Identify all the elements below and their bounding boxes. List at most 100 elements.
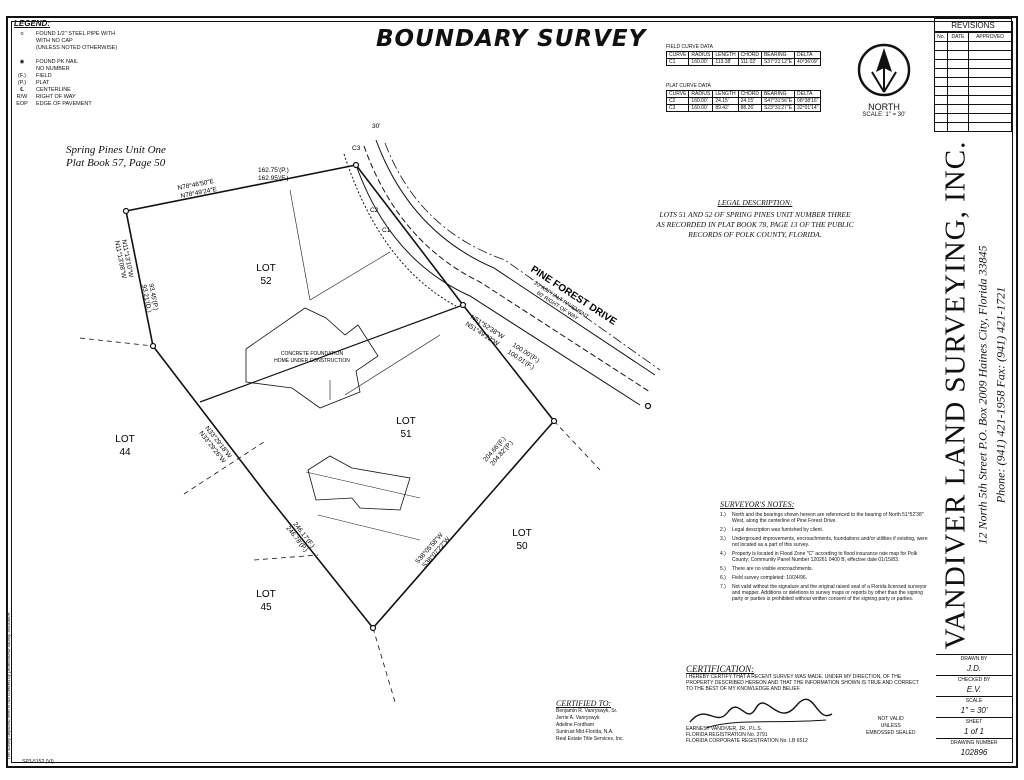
revisions-cell bbox=[967, 41, 1013, 51]
lot-44-number: 44 bbox=[119, 447, 131, 458]
note-text: Field survey completed: 10/24/96. bbox=[732, 575, 808, 581]
certification-text: I HEREBY CERTIFY THAT A RECENT SURVEY WA… bbox=[686, 674, 919, 692]
certified-name: Adeline Fordham bbox=[556, 722, 595, 728]
company-name: VANDIVER LAND SURVEYING, INC. bbox=[939, 140, 972, 650]
certified-name: Jerrie A. Vanryswyk bbox=[556, 715, 600, 721]
legal-line: LOTS 51 AND 52 OF SPRING PINES UNIT NUMB… bbox=[659, 210, 851, 219]
legend-symbol: ℄ bbox=[20, 87, 24, 93]
legal-description: LEGAL DESCRIPTION: LOTS 51 AND 52 OF SPR… bbox=[620, 198, 890, 240]
plat-reference-line-2: Plat Book 57, Page 50 bbox=[66, 157, 166, 169]
revisions-header: DATE bbox=[947, 32, 969, 42]
curve-c3-label: C3 bbox=[352, 145, 361, 152]
legend-symbol bbox=[14, 38, 30, 45]
corner-pipe-ne bbox=[352, 161, 360, 169]
legend-text: (UNLESS NOTED OTHERWISE) bbox=[36, 45, 118, 51]
table-cell: 08°38'16" bbox=[794, 97, 822, 105]
table-cell: 160.00' bbox=[688, 104, 714, 112]
revisions-cell bbox=[947, 86, 969, 96]
lot-51-number: 51 bbox=[400, 429, 412, 440]
legal-line: RECORDS OF POLK COUNTY, FLORIDA. bbox=[688, 230, 822, 239]
certified-name: Benjamin R. Vanryswyk, Sr. bbox=[556, 708, 618, 714]
seal-line: UNLESS bbox=[880, 723, 901, 729]
sheet-value: 1 of 1 bbox=[963, 727, 984, 736]
plat-curve-title: PLAT CURVE DATA bbox=[666, 83, 711, 89]
table-header: RADIUS bbox=[688, 51, 714, 59]
revisions-cell bbox=[933, 86, 949, 96]
revisions-title: REVISIONS bbox=[934, 18, 1012, 32]
surveyor-note: 1.)North and the bearings shown hereon a… bbox=[720, 512, 930, 524]
certified-to: CERTIFIED TO: Benjamin R. Vanryswyk, Sr.… bbox=[556, 700, 624, 743]
legend-text: WITH NO CAP bbox=[36, 38, 73, 44]
centerline bbox=[384, 142, 661, 371]
insurance-note: The survey depicted here is not covered … bbox=[6, 611, 11, 760]
surveyor-note: 3.)Underground improvements, encroachmen… bbox=[720, 536, 930, 548]
drawn-by-value: J.D. bbox=[966, 664, 982, 673]
revisions-cell bbox=[933, 122, 949, 132]
legal-line: AS RECORDED IN PLAT BOOK 78, PAGE 13 OF … bbox=[656, 220, 854, 229]
lot-division bbox=[199, 304, 464, 403]
revisions-cell bbox=[933, 104, 949, 114]
foundation-footprint bbox=[245, 307, 379, 409]
certification-title: CERTIFICATION: bbox=[686, 664, 755, 674]
table-cell: 40°36'09" bbox=[794, 58, 822, 66]
legend-symbol bbox=[14, 66, 30, 73]
revisions-row bbox=[933, 86, 1013, 96]
revisions-cell bbox=[947, 41, 969, 51]
table-cell: 111.02' bbox=[737, 58, 762, 66]
revisions-cell bbox=[947, 77, 969, 87]
legend-text: EDGE OF PAVEMENT bbox=[36, 101, 92, 107]
certified-to-title: CERTIFIED TO: bbox=[556, 699, 612, 708]
legend-item: (UNLESS NOTED OTHERWISE) bbox=[14, 45, 204, 52]
foundation-label-1: CONCRETE FOUNDATION bbox=[281, 351, 344, 357]
revisions-cell bbox=[967, 104, 1013, 114]
page-title: BOUNDARY SURVEY bbox=[376, 26, 647, 52]
revisions-cell bbox=[947, 95, 969, 105]
legend-item: NO NUMBER bbox=[14, 66, 204, 73]
table-header: BEARING bbox=[760, 90, 796, 98]
table-cell: C2 bbox=[665, 97, 690, 105]
file-number: SP3-5152 (VI) bbox=[22, 759, 54, 765]
revisions-cell bbox=[967, 86, 1013, 96]
surveyor-note: 5.)There are no visible encroachments. bbox=[720, 566, 930, 572]
certification: CERTIFICATION: I HEREBY CERTIFY THAT A R… bbox=[686, 664, 926, 745]
surveyor-note: 2.)Legal description was furnished by cl… bbox=[720, 527, 930, 533]
legend-symbol: ◉ bbox=[19, 59, 25, 65]
table-header: CURVE bbox=[665, 90, 690, 98]
corporate-registration: FLORIDA CORPORATE REGISTRATION No. LB 65… bbox=[686, 738, 808, 744]
certified-name: Real Estate Title Services, Inc. bbox=[556, 736, 624, 742]
revisions-cell bbox=[947, 50, 969, 60]
revisions-cell bbox=[933, 50, 949, 60]
checked-by-value: E.V. bbox=[966, 685, 982, 694]
revisions-row bbox=[933, 68, 1013, 78]
revisions-cell bbox=[933, 41, 949, 51]
table-cell: 32°01'14" bbox=[794, 104, 822, 112]
corner-pipe-front bbox=[459, 301, 467, 309]
legend-text: FOUND PK NAIL bbox=[36, 59, 79, 65]
revisions-cell bbox=[947, 113, 969, 123]
north-label: NORTH bbox=[868, 102, 900, 112]
table-cell: 88.26' bbox=[737, 104, 762, 112]
top-length-plat: 162.75'(P.) bbox=[258, 167, 289, 174]
surveyor-notes: SURVEYOR'S NOTES: 1.)North and the beari… bbox=[720, 501, 930, 605]
company-rotated: VANDIVER LAND SURVEYING, INC. 12 North 5… bbox=[940, 141, 1009, 650]
table-cell: C3 bbox=[665, 104, 690, 112]
surveyor-note: 7.)Not valid without the signature and t… bbox=[720, 584, 930, 602]
plat-reference-line-1: Spring Pines Unit One bbox=[66, 144, 166, 156]
note-text: Underground improvements, encroachments,… bbox=[732, 536, 928, 548]
revisions-cell bbox=[967, 68, 1013, 78]
table-header: DELTA bbox=[794, 51, 822, 59]
note-number: 6.) bbox=[720, 575, 726, 581]
corner-pipe-e bbox=[550, 417, 558, 425]
north-arrow: NORTH SCALE: 1" = 30' bbox=[856, 42, 912, 118]
revisions-cell bbox=[933, 68, 949, 78]
adjacent-lines bbox=[79, 337, 601, 703]
legend-text: CENTERLINE bbox=[36, 87, 71, 93]
curve-c2-label: C2 bbox=[370, 207, 379, 214]
legend-text: RIGHT OF WAY bbox=[36, 94, 76, 100]
